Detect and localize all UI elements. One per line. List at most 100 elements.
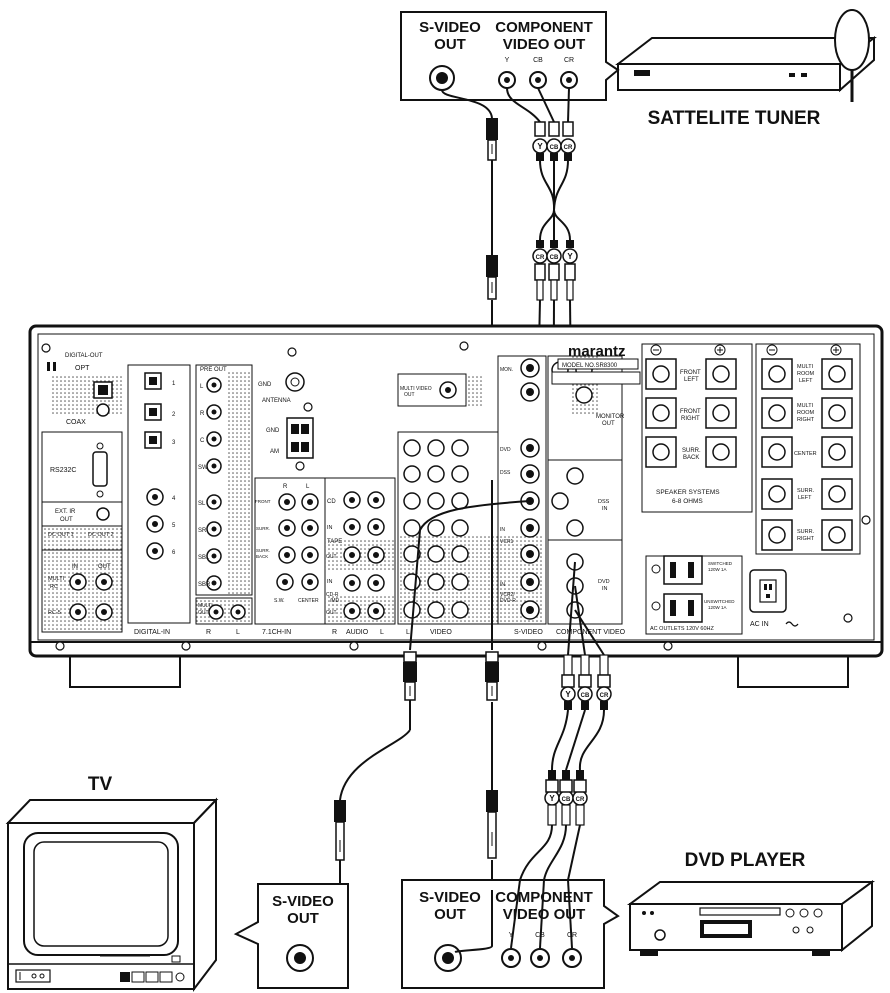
rcv-upper-plug-cr: CR — [536, 255, 545, 261]
pre-out-section: PRE OUT L R C SW SL SR SBL SBR MULTI OUT… — [195, 364, 253, 636]
digital-in-5: 5 — [172, 523, 176, 529]
rs232c-label: RS232C — [50, 467, 76, 474]
pre-out-label: PRE OUT — [200, 367, 227, 373]
tv-input-callout: S-VIDEO OUT — [233, 883, 349, 989]
speaker-systems-2: 6-8 OHMS — [672, 498, 703, 505]
multi-out-label-2: OUT — [198, 610, 209, 616]
brand-logo: marantz — [568, 343, 626, 360]
sat-component-label-1: COMPONENT — [495, 19, 593, 36]
sat-svideo-label-2: OUT — [434, 36, 466, 53]
sv-vcr1-in-label: IN — [500, 527, 505, 533]
dss-in-1: DSS — [598, 499, 610, 505]
av-receiver-rear-panel: DIGITAL-OUT OPT COAX RS232C EXT. IR OUT … — [28, 324, 884, 688]
tv-svideo-label-1: S-VIDEO — [272, 893, 334, 910]
video-label: VIDEO — [430, 629, 452, 636]
am-label: AM — [270, 449, 279, 455]
rcv-upper-plug-y: Y — [567, 252, 573, 261]
ac-outlets-label: AC OUTLETS 120V 60HZ — [650, 626, 715, 632]
multi-out-label-1: MULTI — [198, 603, 213, 609]
ch71-sw-label: S.W. — [274, 598, 285, 604]
audio-label: AUDIO — [346, 629, 369, 636]
dvd-jack-y: Y — [509, 932, 514, 939]
ac-in-label: AC IN — [750, 621, 769, 628]
rs232c-port — [92, 451, 108, 487]
ac-outlets: SWITCHED 120W 1A UNSWITCHED 120W 1A AC O… — [645, 555, 799, 635]
ch71-front-label: FRONT — [255, 499, 271, 504]
dvd-component-label-2: VIDEO OUT — [503, 906, 586, 923]
center-speaker: CENTER — [794, 451, 817, 457]
ch71-in-section: R L FRONT SURR. SURR. BACK S.W. CENTER 7… — [254, 477, 326, 636]
cdr-label-1: CD-R — [326, 592, 339, 598]
tape-out-label: OUT — [326, 554, 337, 560]
pre-out-sw: SW — [198, 465, 208, 471]
ch71-surr-back-2: BACK — [256, 554, 268, 559]
ch71-l-label: L — [306, 484, 310, 490]
dvd-svideo-plug — [486, 790, 498, 859]
digital-in-6: 6 — [172, 550, 176, 556]
ext-ir-label-2: OUT — [60, 517, 73, 523]
pre-out-sr: SR — [198, 528, 207, 534]
rcv-lower-plug-cr: CR — [600, 693, 609, 699]
multi-video-out-2: OUT — [404, 392, 415, 398]
dvd-component-cables-end — [519, 824, 581, 881]
opt-label: OPT — [75, 365, 90, 372]
model-number: MODEL NO.SR8300 — [562, 363, 618, 369]
audio-r: R — [332, 629, 337, 636]
rcv-lower-plug-cb: CB — [581, 693, 590, 699]
receiver-foot-right — [737, 654, 849, 688]
cdr-label-2: /MD — [330, 598, 340, 604]
sv-vcr2-label-1: VCR2/ — [500, 592, 515, 598]
component-video-label: COMPONENT VIDEO — [556, 629, 626, 636]
sv-mon-label: MON. — [500, 367, 513, 373]
digital-in-1: 1 — [172, 381, 176, 387]
digital-in-2: 2 — [172, 412, 176, 418]
sat-plug-cr: CR — [564, 145, 573, 151]
pre-out-l: L — [200, 384, 204, 390]
pre-out-sl: SL — [198, 501, 206, 507]
speaker-systems-1: SPEAKER SYSTEMS — [656, 489, 720, 496]
tv-svideo-label-2: OUT — [287, 910, 319, 927]
ext-ir-label-1: EXT. IR — [55, 509, 76, 515]
component-video-section: MONITOR OUT DSS IN DVD IN COMPONENT VIDE… — [547, 355, 626, 636]
tv-label: TV — [88, 774, 113, 795]
sat-svideo-plug — [486, 118, 498, 161]
sv-vcr2-in-label: IN — [500, 582, 505, 588]
receiver-component-plugs-lower: Y CB CR — [560, 654, 612, 710]
mr-right-1: MULTI — [797, 403, 814, 409]
dvd-svideo-label-1: S-VIDEO — [419, 889, 481, 906]
cdr-in-label: IN — [327, 579, 333, 585]
video-inputs-block: L VIDEO — [397, 431, 499, 636]
multi-rc-label-2: RC — [50, 584, 58, 590]
ch71-r-label: R — [283, 484, 288, 490]
pre-out-sbr: SBR — [198, 582, 211, 588]
cables-lower — [339, 480, 605, 890]
surr-back-1: SURR. — [682, 448, 701, 454]
tv: TV — [5, 774, 219, 992]
front-right-2: RIGHT — [681, 416, 700, 422]
digital-in-label: DIGITAL-IN — [134, 629, 170, 636]
digital-out-section: DIGITAL-OUT OPT COAX RS232C EXT. IR OUT … — [41, 353, 123, 633]
sat-component-label-2: VIDEO OUT — [503, 36, 586, 53]
ch71-center-label: CENTER — [298, 598, 319, 604]
dvd-component-plugs: Y CB CR — [544, 770, 588, 826]
unswitched-1: UNSWITCHED — [704, 599, 735, 604]
rc-out-label: OUT — [98, 564, 111, 570]
cd-label: CD — [327, 499, 336, 505]
svideo-column: MON. DVD DSS IN VCR1 IN VCR2/ DVD-R S-VI… — [497, 355, 547, 636]
digital-in-section: 1 2 3 4 5 6 DIGITAL-IN — [127, 364, 191, 636]
receiver-foot-left — [69, 654, 181, 688]
sat-component-plugs: Y CB CR — [532, 121, 576, 161]
rcv-lower-plug-y: Y — [565, 690, 571, 699]
dvd-output-callout: S-VIDEO OUT COMPONENT VIDEO OUT Y CB CR — [401, 879, 620, 989]
multi-video-out-1: MULTI VIDEO — [400, 386, 432, 392]
dvd-plug-cb: CB — [562, 797, 571, 803]
mr-left-1: MULTI — [797, 364, 814, 370]
sat-output-callout: S-VIDEO OUT COMPONENT VIDEO OUT Y CB CR — [400, 11, 620, 101]
dvd-plug-cr: CR — [576, 797, 585, 803]
surr-left-2: LEFT — [798, 495, 812, 501]
rc-in-label: IN — [72, 564, 78, 570]
surr-right-2: RIGHT — [797, 536, 815, 542]
tape-label: TAPE — [327, 539, 342, 545]
receiver-svideo-plug-lower — [403, 651, 499, 701]
dvd-in-2: IN — [602, 586, 608, 592]
